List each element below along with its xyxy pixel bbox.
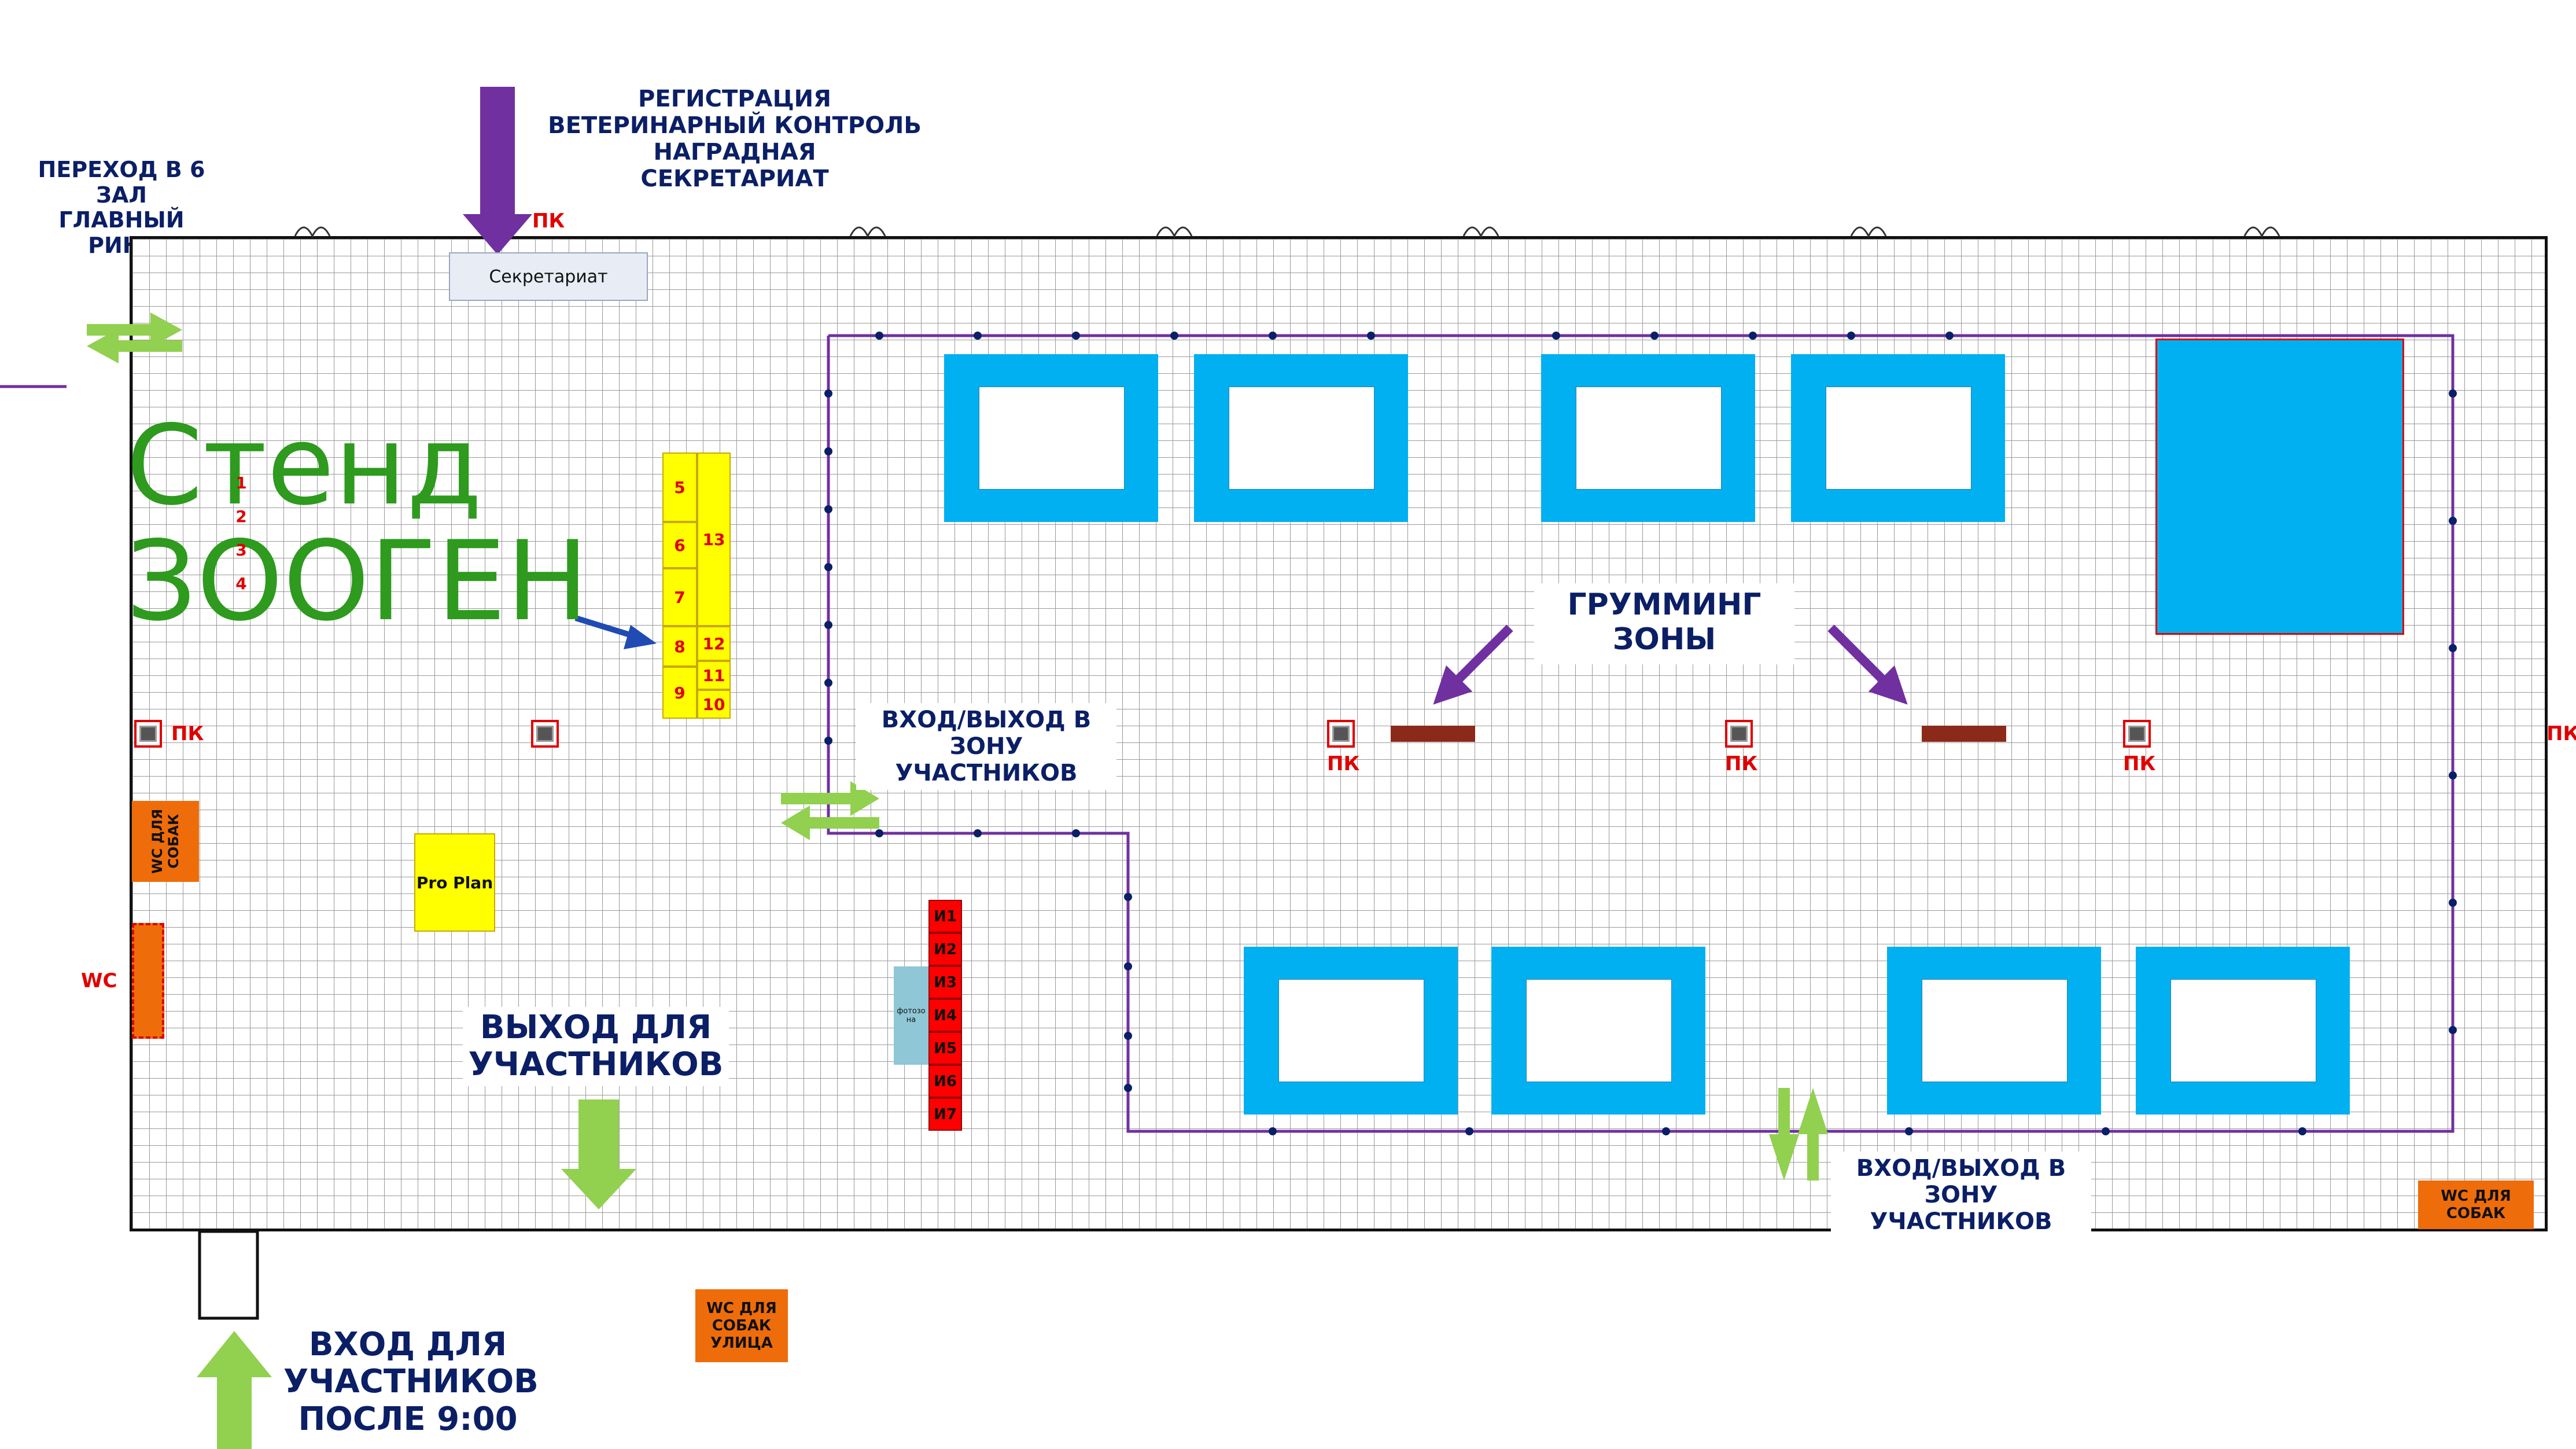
photo-zone: фотозо на	[894, 966, 928, 1065]
fire-hydrant-icon	[1327, 720, 1355, 748]
pk-label: ПК	[1327, 752, 1360, 775]
stand-cell: 11	[697, 661, 731, 690]
participants-zone-label-right-line1: ВХОД/ВЫХОД В	[1856, 1155, 2066, 1182]
stand-cell: 5	[662, 453, 697, 522]
secretariat-label: Секретариат	[489, 266, 608, 287]
pro-plan-label: Pro Plan	[416, 873, 493, 892]
participants-zone-label-left-line1: ВХОД/ВЫХОД В	[881, 707, 1092, 733]
stand-cell: 12	[697, 626, 731, 661]
red-stand-cell: И7	[928, 1098, 962, 1131]
grooming-arrows	[1433, 624, 1908, 705]
pk-label: ПК	[1725, 752, 1758, 775]
stand-zoogen-line2: ЗООГЕН	[126, 517, 589, 645]
ring	[1194, 354, 1408, 522]
wc-dogs-right-line2: СОБАК	[2446, 1205, 2506, 1222]
ring	[2136, 947, 2350, 1115]
participants-zone-label-right-line2: ЗОНУ УЧАСТНИКОВ	[1870, 1182, 2052, 1235]
photo-zone-label: фотозо на	[897, 1007, 926, 1024]
entrance-participants-line1: ВХОД ДЛЯ	[308, 1326, 507, 1363]
wc-dogs-street-line3: УЛИЦА	[710, 1334, 773, 1352]
wc-label: WC	[81, 969, 117, 992]
red-stand-cell: И2	[928, 933, 962, 966]
stand-zoogen-line1: Стенд	[126, 402, 482, 529]
registration-label: РЕГИСТРАЦИЯ ВЕТЕРИНАРНЫЙ КОНТРОЛЬ НАГРАД…	[509, 86, 960, 192]
red-stand-cell: И6	[928, 1065, 962, 1098]
pro-plan-stand: Pro Plan	[414, 833, 495, 932]
entrance-participants-label: ВХОД ДЛЯ УЧАСТНИКОВ ПОСЛЕ 9:00	[283, 1326, 539, 1438]
participants-zone-label-right: ВХОД/ВЫХОД В ЗОНУ УЧАСТНИКОВ	[1831, 1152, 2091, 1238]
grooming-label-line2: ЗОНЫ	[1612, 621, 1716, 657]
stand-cell: 13	[697, 453, 731, 626]
participants-zone-label-left: ВХОД/ВЫХОД В ЗОНУ УЧАСТНИКОВ	[856, 703, 1116, 790]
green-arrows	[87, 312, 1828, 1449]
left-number: 2	[235, 507, 247, 526]
stand-cell: 7	[662, 568, 697, 626]
fire-hydrant-icon	[531, 720, 559, 748]
entrance-vestibule	[198, 1230, 259, 1320]
exit-participants-line2: УЧАСТНИКОВ	[468, 1046, 724, 1084]
left-numbers: 1 2 3 4	[231, 473, 251, 608]
wc-dogs-right: WC ДЛЯ СОБАК	[2418, 1180, 2534, 1229]
stand-cell: 6	[662, 522, 697, 568]
registration-label-line3: НАГРАДНАЯ	[653, 139, 816, 166]
ring	[1541, 354, 1755, 522]
ring	[944, 354, 1158, 522]
pk-label: ПК	[171, 722, 204, 745]
stand-cell: 9	[662, 667, 697, 719]
fire-hydrant-icon	[134, 720, 162, 748]
ring	[1491, 947, 1705, 1115]
grooming-label: ГРУММИНГ ЗОНЫ	[1534, 583, 1794, 664]
pk-label: ПК	[532, 209, 565, 233]
left-number: 1	[235, 473, 247, 492]
secretariat-desk: Секретариат	[449, 252, 648, 301]
exit-participants-label: ВЫХОД ДЛЯ УЧАСТНИКОВ	[463, 1007, 729, 1086]
wc-dogs-street: WC ДЛЯ СОБАК УЛИЦА	[695, 1289, 788, 1362]
registration-label-line1: РЕГИСТРАЦИЯ	[638, 86, 831, 112]
wc-dogs-left: WC ДЛЯ СОБАК	[132, 801, 199, 882]
fence-posts	[824, 332, 2457, 1135]
red-stand-cell: И4	[928, 999, 962, 1032]
transfer-label-line1: ПЕРЕХОД В 6 ЗАЛ	[38, 157, 205, 208]
registration-label-line2: ВЕТЕРИНАРНЫЙ КОНТРОЛЬ	[548, 112, 922, 139]
wc-dogs-street-line2: СОБАК	[712, 1317, 772, 1334]
red-stand-cell: И5	[928, 1032, 962, 1065]
pk-label: ПК	[2123, 752, 2156, 775]
ring	[1791, 354, 2005, 522]
ring	[1887, 947, 2101, 1115]
stand-cell: 8	[662, 626, 697, 667]
grooming-table	[1391, 726, 1475, 742]
entrance-participants-line3: ПОСЛЕ 9:00	[298, 1400, 518, 1438]
left-number: 4	[235, 574, 247, 593]
wc-dogs-left-line1: WC ДЛЯ	[149, 808, 165, 874]
pk-label: ПК	[2546, 722, 2576, 745]
entrance-participants-line2: УЧАСТНИКОВ	[283, 1363, 539, 1401]
door-arcs	[294, 226, 2280, 238]
wc-dogs-right-line1: WC ДЛЯ	[2441, 1187, 2511, 1205]
main-ring	[2155, 339, 2404, 635]
registration-label-line4: СЕКРЕТАРИАТ	[640, 166, 829, 192]
blue-arrow	[574, 615, 657, 649]
purple-arrows	[463, 87, 532, 255]
red-stand-cell: И1	[928, 900, 962, 933]
fence-lines	[827, 334, 2455, 1133]
fire-hydrant-icon	[1725, 720, 1753, 748]
grooming-label-line1: ГРУММИНГ	[1567, 587, 1761, 622]
left-number: 3	[235, 540, 247, 560]
exit-participants-line1: ВЫХОД ДЛЯ	[480, 1009, 712, 1046]
grooming-table	[1922, 726, 2006, 742]
fire-hydrant-icon	[2123, 720, 2151, 748]
wc-dashed-box	[132, 923, 164, 1039]
stand-cell: 10	[697, 690, 731, 719]
ring	[1244, 947, 1458, 1115]
wc-dogs-left-line2: СОБАК	[165, 814, 182, 869]
stand-zoogen-label: Стенд ЗООГЕН	[126, 408, 589, 639]
participants-zone-label-left-line2: ЗОНУ УЧАСТНИКОВ	[895, 733, 1078, 786]
red-stand-cell: И3	[928, 966, 962, 999]
wc-dogs-street-line1: WC ДЛЯ	[706, 1300, 777, 1317]
